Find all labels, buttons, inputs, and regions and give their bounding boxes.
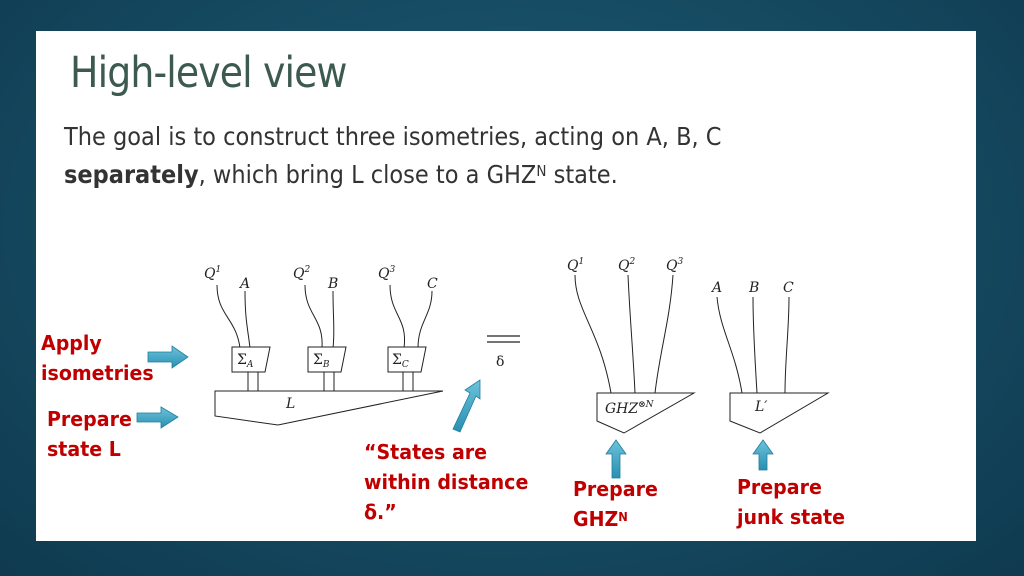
approx-equals xyxy=(487,335,520,343)
ghz-box xyxy=(596,392,696,434)
slide-title: High-level view xyxy=(70,48,347,98)
right-a-label: A xyxy=(710,280,722,296)
subtitle-end: state. xyxy=(546,160,618,189)
subtitle-line1: The goal is to construct three isometrie… xyxy=(64,122,722,151)
subtitle-line2: , which bring L close to a GHZ xyxy=(198,160,537,189)
prepare-l-arrow-icon xyxy=(136,406,179,429)
slide-subtitle: The goal is to construct three isometrie… xyxy=(64,118,784,194)
right-b-label: B xyxy=(748,280,759,296)
slide-content xyxy=(36,31,976,541)
ghz-label: GHZ⊗N xyxy=(605,400,655,417)
right-q1-label: Q1 xyxy=(567,257,584,274)
sigma-a-box xyxy=(231,346,271,373)
distance-arrow-icon xyxy=(452,379,481,433)
delta-symbol: δ xyxy=(496,354,504,370)
right-q3-label: Q3 xyxy=(666,257,683,274)
junk-arrow-icon xyxy=(752,439,774,471)
right-circuit xyxy=(574,274,830,434)
prepare-junk-label: Prepare junk state xyxy=(737,475,846,529)
sigma-b-label: ΣB xyxy=(313,352,330,370)
right-c-label: C xyxy=(783,280,794,296)
sigma-c-label: ΣC xyxy=(392,352,409,370)
right-q2-label: Q2 xyxy=(618,257,635,274)
left-q1-label: Q1 xyxy=(204,265,221,282)
left-c-label: C xyxy=(427,276,438,292)
left-q2-label: Q2 xyxy=(293,265,310,282)
ghz-arrow-icon xyxy=(605,439,627,479)
state-l-label: L xyxy=(285,396,295,412)
junk-label: L′ xyxy=(754,399,768,415)
distance-label: “States are within distance δ.” xyxy=(364,440,529,524)
subtitle-bold: separately xyxy=(64,160,199,189)
prepare-ghz-label: Prepare GHZN xyxy=(573,477,658,531)
sigma-b-box xyxy=(307,346,347,373)
left-a-label: A xyxy=(238,276,250,292)
subtitle-sup: N xyxy=(536,162,547,180)
apply-arrow-icon xyxy=(147,345,189,369)
left-q3-label: Q3 xyxy=(378,265,395,282)
left-circuit xyxy=(214,284,444,426)
sigma-a-label: ΣA xyxy=(237,352,254,370)
apply-isometries-label: Apply isometries xyxy=(41,331,154,385)
prepare-state-l-label: Prepare state L xyxy=(47,407,132,461)
junk-box xyxy=(729,392,830,434)
sigma-c-box xyxy=(387,346,427,373)
state-l-box xyxy=(214,390,444,426)
left-b-label: B xyxy=(327,276,338,292)
